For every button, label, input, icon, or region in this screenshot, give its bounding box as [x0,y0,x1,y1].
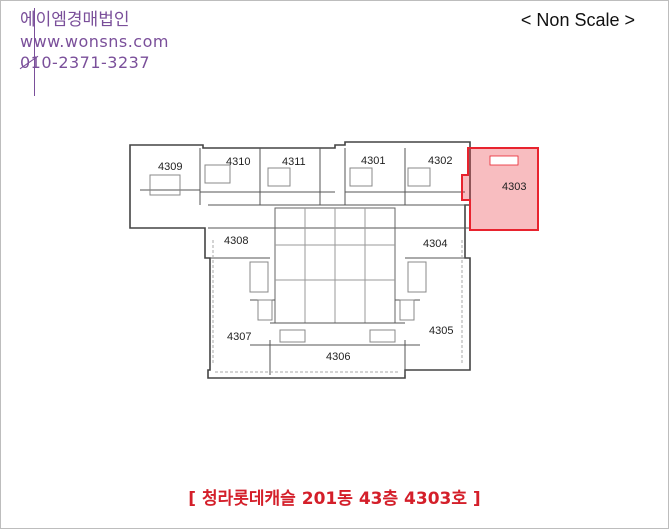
unit-label: 4309 [158,161,182,173]
unit-label: 4305 [429,325,453,337]
plan-caption: [ 청라롯데캐슬 201동 43층 4303호 ] [0,484,669,509]
unit-label: 4308 [224,235,248,247]
caption-building-suffix: 동 [337,489,359,509]
unit-label: 4311 [282,156,306,168]
brand-block: 에이엠경매법인 www.wonsns.com 010-2371-3237 [20,10,169,73]
highlight-tag [489,155,519,166]
unit-label: 4306 [326,351,350,363]
brand-phone: 010-2371-3237 [20,53,151,72]
brand-decoration-vline [34,8,35,96]
caption-bracket-open: [ [188,489,202,509]
highlighted-unit-area [461,147,539,231]
caption-floor-no: 43 [358,489,383,509]
brand-website[interactable]: www.wonsns.com [20,32,169,51]
scale-note: < Non Scale > [520,10,635,30]
unit-label: 4304 [423,238,447,250]
caption-complex: 청라롯데캐슬 [201,489,302,509]
unit-label: 4301 [361,155,385,167]
unit-label: 4310 [226,156,250,168]
caption-unit-suffix: 호 [451,489,468,509]
unit-label: 4307 [227,331,251,343]
caption-bracket-close: ] [467,489,481,509]
unit-label: 4303 [502,181,526,193]
unit-label: 4302 [428,155,452,167]
caption-floor-suffix: 층 [382,489,405,509]
brand-name: 에이엠경매법인 [20,10,130,30]
plan-outline [129,141,471,379]
caption-unit-no: 4303 [404,489,452,509]
caption-building-no: 201 [301,489,338,509]
